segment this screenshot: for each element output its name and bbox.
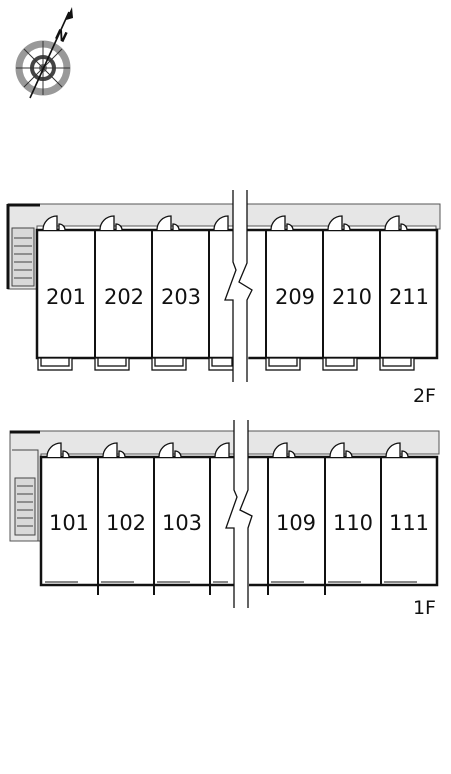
unit-109: 109 [276,511,316,535]
unit-210: 210 [332,285,372,309]
unit-110: 110 [333,511,373,535]
doors [42,215,408,231]
unit-211: 211 [389,285,429,309]
unit-203: 203 [161,285,201,309]
unit-103: 103 [162,511,202,535]
doors [46,442,409,458]
floor-label-1f: 1F [413,597,436,619]
plan-break [224,190,253,382]
stairs [11,227,35,287]
unit-209: 209 [275,285,315,309]
balconies [37,357,415,371]
floor-label-2f: 2F [413,385,436,407]
stairs [12,449,39,541]
unit-101: 101 [49,511,89,535]
unit-202: 202 [104,285,144,309]
plan-break [225,420,253,608]
unit-201: 201 [46,285,86,309]
compass: N [15,7,73,99]
compass-rose-icon [15,7,73,99]
unit-111: 111 [389,511,429,535]
floor-1f: 101 102 103 109 110 111 1F [9,420,440,619]
floor-2f: 201 202 203 209 210 211 2F [6,190,441,407]
unit-102: 102 [106,511,146,535]
